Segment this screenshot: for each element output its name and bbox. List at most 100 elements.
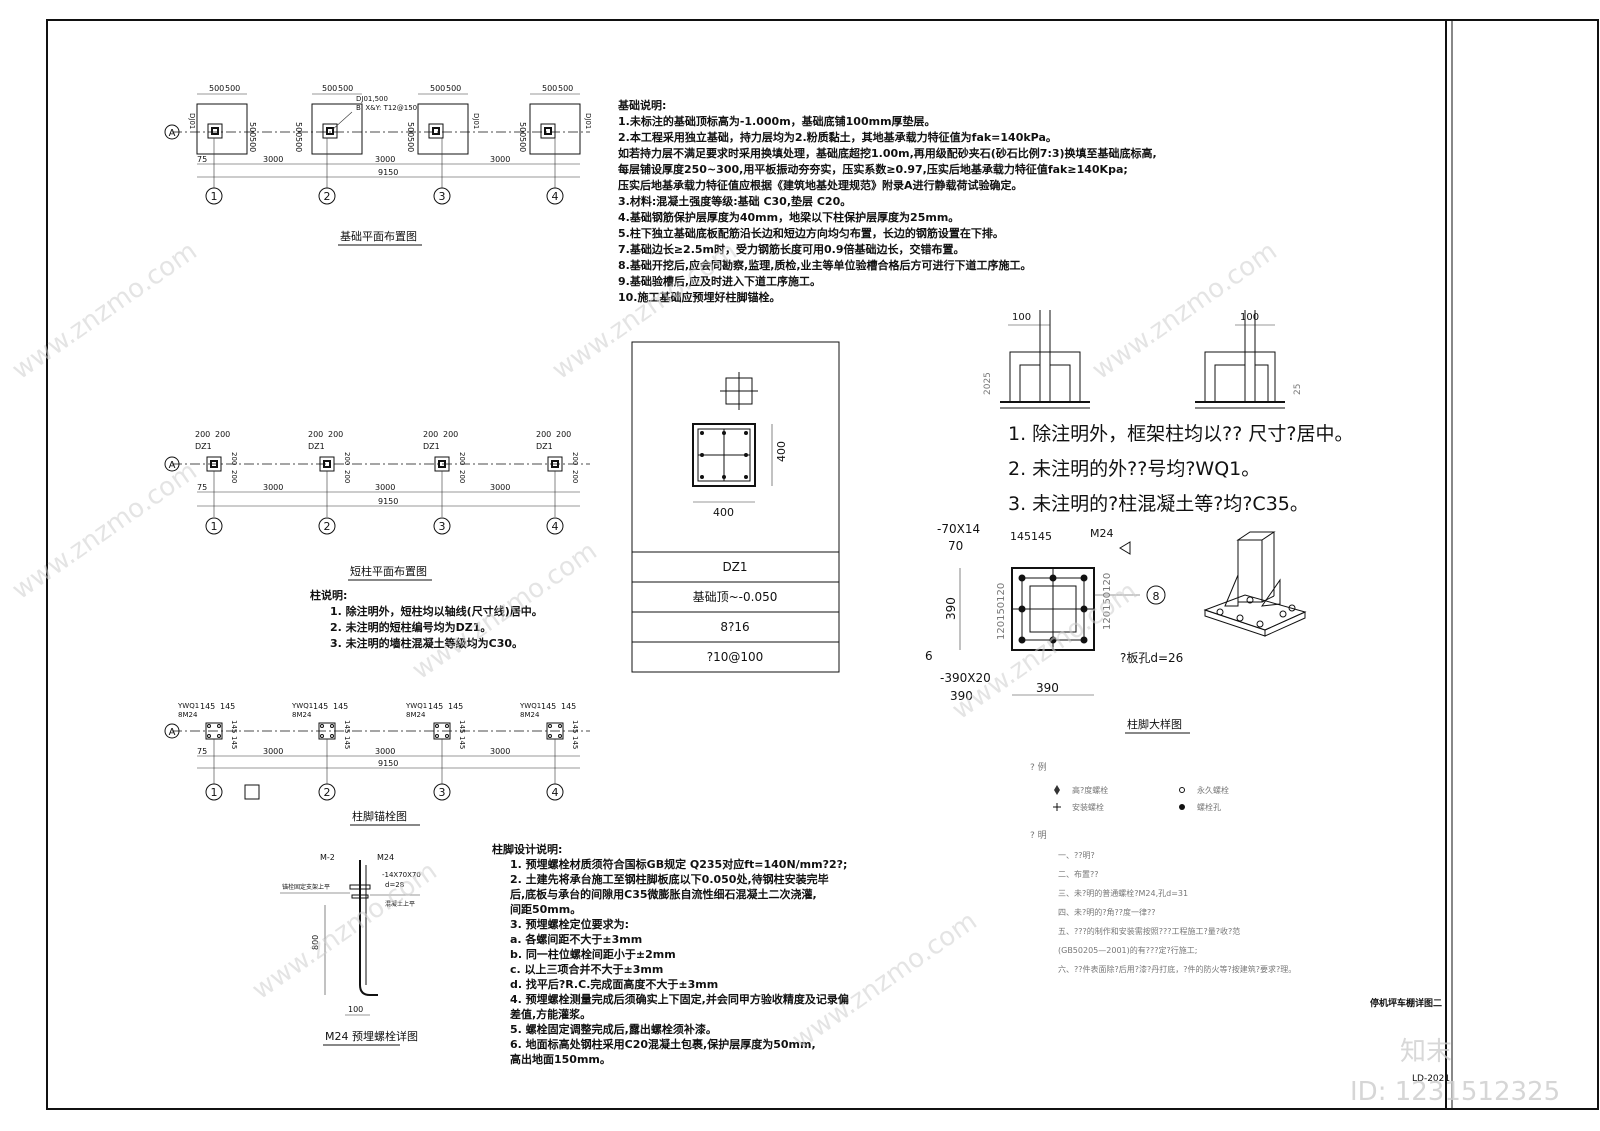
foundation-note-2b: 如若持力层不满足要求时采用换填处理，基础底超挖1.00m,再用级配砂夹石(砂石比…	[618, 146, 1157, 160]
anchor-plan: A YWQ1 8M24 145 145 YWQ1 8M24 145 145 YW…	[164, 702, 590, 826]
foundation-note-9: 9.基础验槽后,应及时进入下道工序施工。	[618, 274, 821, 288]
watermark-id: ID: 1231512325	[1350, 1077, 1560, 1107]
foundation-note-3: 3.材料:混凝土强度等级:基础 C30,垫层 C20。	[618, 194, 851, 208]
anchor-hole-label: d=28	[385, 881, 404, 889]
foundation-notes-heading: 基础说明:	[617, 98, 666, 112]
dim-span-3: 3000	[490, 483, 510, 492]
dim-side-1: 200	[230, 452, 238, 465]
grid-bubble-a	[164, 124, 180, 140]
dim-span-3: 3000	[490, 747, 510, 756]
footing-tag: DJ01	[584, 113, 592, 129]
base-note-13: 6. 地面标高处钢柱采用C20混凝土包裹,保护层厚度为50mm,	[510, 1037, 816, 1051]
dim-top-right: 200	[443, 430, 458, 439]
drawing-number: LD-2021	[1412, 1074, 1450, 1084]
dim-top-right: 200	[215, 430, 230, 439]
dim-side-1: 145	[230, 720, 238, 733]
anchor-support-label: 锚栓固定支架上平	[282, 883, 330, 891]
base-note-11: 差值,方能灌浆。	[510, 1007, 591, 1021]
axis-3: 3	[439, 520, 446, 533]
plate-top-label: -70X14	[937, 522, 980, 536]
dim-side-2: 145	[230, 736, 238, 749]
dim-top-left: 200	[423, 430, 438, 439]
dim-top-left: 200	[536, 430, 551, 439]
legend-heading: ? 例	[1030, 761, 1047, 773]
anchor-plan-title: 柱脚锚栓图	[352, 809, 407, 823]
short-column-plan: A 200 200 DZ1 200 200 DZ1 200 200 DZ1 20…	[164, 430, 590, 581]
legend-item-2: 永久螺栓	[1197, 785, 1229, 795]
watermark-text: www.znzmo.com	[1087, 236, 1283, 386]
elev-dim-side: 25	[1293, 384, 1303, 395]
plate-dim-390-left: 390	[944, 597, 958, 620]
sheet-border	[46, 19, 1599, 1110]
anchor-tag-1: YWQ1	[291, 702, 313, 710]
anchor-dim-100: 100	[348, 1005, 363, 1014]
base-note-3: 后,底板与承台的间隙用C35微膨胀自流性细石混凝土二次浇灌,	[510, 887, 817, 901]
dim-top-left: 145	[541, 702, 556, 711]
dim-side-1: 200	[343, 452, 351, 465]
dim-span-1: 3000	[263, 747, 283, 756]
anchor-bolt-label: M24	[377, 853, 394, 862]
footing-2: 500 500 DJ01,500 B: X&Y: T12@150 500 500	[294, 84, 417, 155]
dim-top-right: 500	[558, 84, 573, 93]
dim-top-left: 500	[542, 84, 557, 93]
footing-callout-2: B: X&Y: T12@150	[356, 104, 417, 112]
plate-spacing-top: 145145	[1010, 530, 1052, 543]
base-note-10: 4. 预埋螺栓测量完成后须确实上下固定,并会同甲方验收精度及记录偏	[510, 992, 849, 1006]
elev-dim-top: 100	[1240, 312, 1259, 323]
dim-side-2: 500	[294, 137, 303, 152]
dim-side-2: 200	[458, 470, 466, 483]
dim-span-2: 3000	[375, 155, 395, 164]
anchor-detail-title: M24 预埋螺栓详图	[325, 1029, 418, 1043]
spec-notes: ? 明 一、??明? 二、布置?? 三、未?明的普通螺栓?M24,孔d=31 四…	[1030, 830, 1296, 974]
anchor-concrete-label: 混凝土上平	[385, 900, 415, 908]
axis-bubbles: 1 2 3 4	[205, 138, 564, 205]
dim-side-1: 145	[343, 720, 351, 733]
frame-note-1: 1. 除注明外，框架柱均以?? 尺寸?居中。	[1008, 423, 1353, 445]
footing-1: 500 500 500 500 DJ01	[188, 84, 257, 155]
column-dim-bottom: 400	[713, 506, 734, 519]
anchor-tag-2: 8M24	[520, 711, 540, 719]
column-notes: 柱说明: 1. 除注明外，短柱均以轴线(尺寸线)居中。 2. 未注明的短柱编号均…	[310, 588, 543, 650]
spec-note-7: 六、??件表面除?后用?漆?丹打底，?件的防火等?按建筑?要求?理。	[1058, 964, 1296, 974]
m24-anchor-detail: M-2 M24 -14X70X70 d=28 锚栓固定支架上平 混凝土上平 80…	[280, 853, 421, 1046]
dim-span-1: 3000	[263, 483, 283, 492]
axis-1: 1	[211, 520, 218, 533]
spec-note-5: 五、???的制作和安装需按照???工程施工?量?收?范	[1058, 926, 1240, 936]
base-note-8: c. 以上三项合并不大于±3mm	[510, 962, 663, 976]
axis-2: 2	[324, 190, 331, 203]
dim-top-left: 145	[200, 702, 215, 711]
column-name: DZ1	[722, 560, 747, 574]
axis-3: 3	[439, 190, 446, 203]
dim-side-1: 145	[458, 720, 466, 733]
grid-label-a: A	[169, 460, 176, 471]
dim-side-2: 500	[518, 137, 527, 152]
axis-1: 1	[211, 786, 218, 799]
axis-4: 4	[552, 786, 559, 799]
legend-item-1: 高?度螺栓	[1072, 785, 1108, 795]
frame-note-2: 2. 未注明的外??号均?WQ1。	[1008, 458, 1260, 480]
watermark-brand: 知末	[1400, 1037, 1452, 1067]
base-note-7: b. 同一柱位螺栓间距小于±2mm	[510, 947, 676, 961]
anchor-plate-label: -14X70X70	[382, 871, 421, 879]
plate-weld-6: 6	[925, 649, 933, 663]
section-symbol	[720, 372, 758, 410]
title-block: 停机坪车棚详图二 LD-2021	[1370, 997, 1450, 1084]
bolt-legend: ? 例 高?度螺栓 永久螺栓 安装螺栓 螺栓孔	[1030, 761, 1229, 812]
dim-span-2: 3000	[375, 747, 395, 756]
base-note-2: 2. 土建先将承台施工至钢柱脚板底以下0.050处,待钢柱安装完毕	[510, 872, 829, 886]
drawing-name: 停机坪车棚详图二	[1370, 997, 1442, 1009]
base-note-6: a. 各螺间距不大于±3mm	[510, 932, 642, 946]
column-dim-right: 400	[775, 441, 788, 462]
grid-label-a: A	[169, 727, 176, 738]
column-note-3: 3. 未注明的墙柱混凝土等级均为C30。	[330, 636, 523, 650]
dim-side-2: 145	[458, 736, 466, 749]
foundation-note-5: 5.柱下独立基础底板配筋沿长边和短边方向均匀布置，长边的钢筋设置在下排。	[618, 226, 1004, 240]
bolt-holes	[1018, 574, 1088, 644]
column-note-1: 1. 除注明外，短柱均以轴线(尺寸线)居中。	[330, 604, 543, 618]
dim-top-left: 145	[428, 702, 443, 711]
dim-top-right: 200	[556, 430, 571, 439]
anchor-tag-1: YWQ1	[177, 702, 199, 710]
foundation-plan: A 500 500 500 500 DJ01 500 500 DJ01,500 …	[164, 84, 592, 246]
dim-side-1: 500	[518, 122, 527, 137]
